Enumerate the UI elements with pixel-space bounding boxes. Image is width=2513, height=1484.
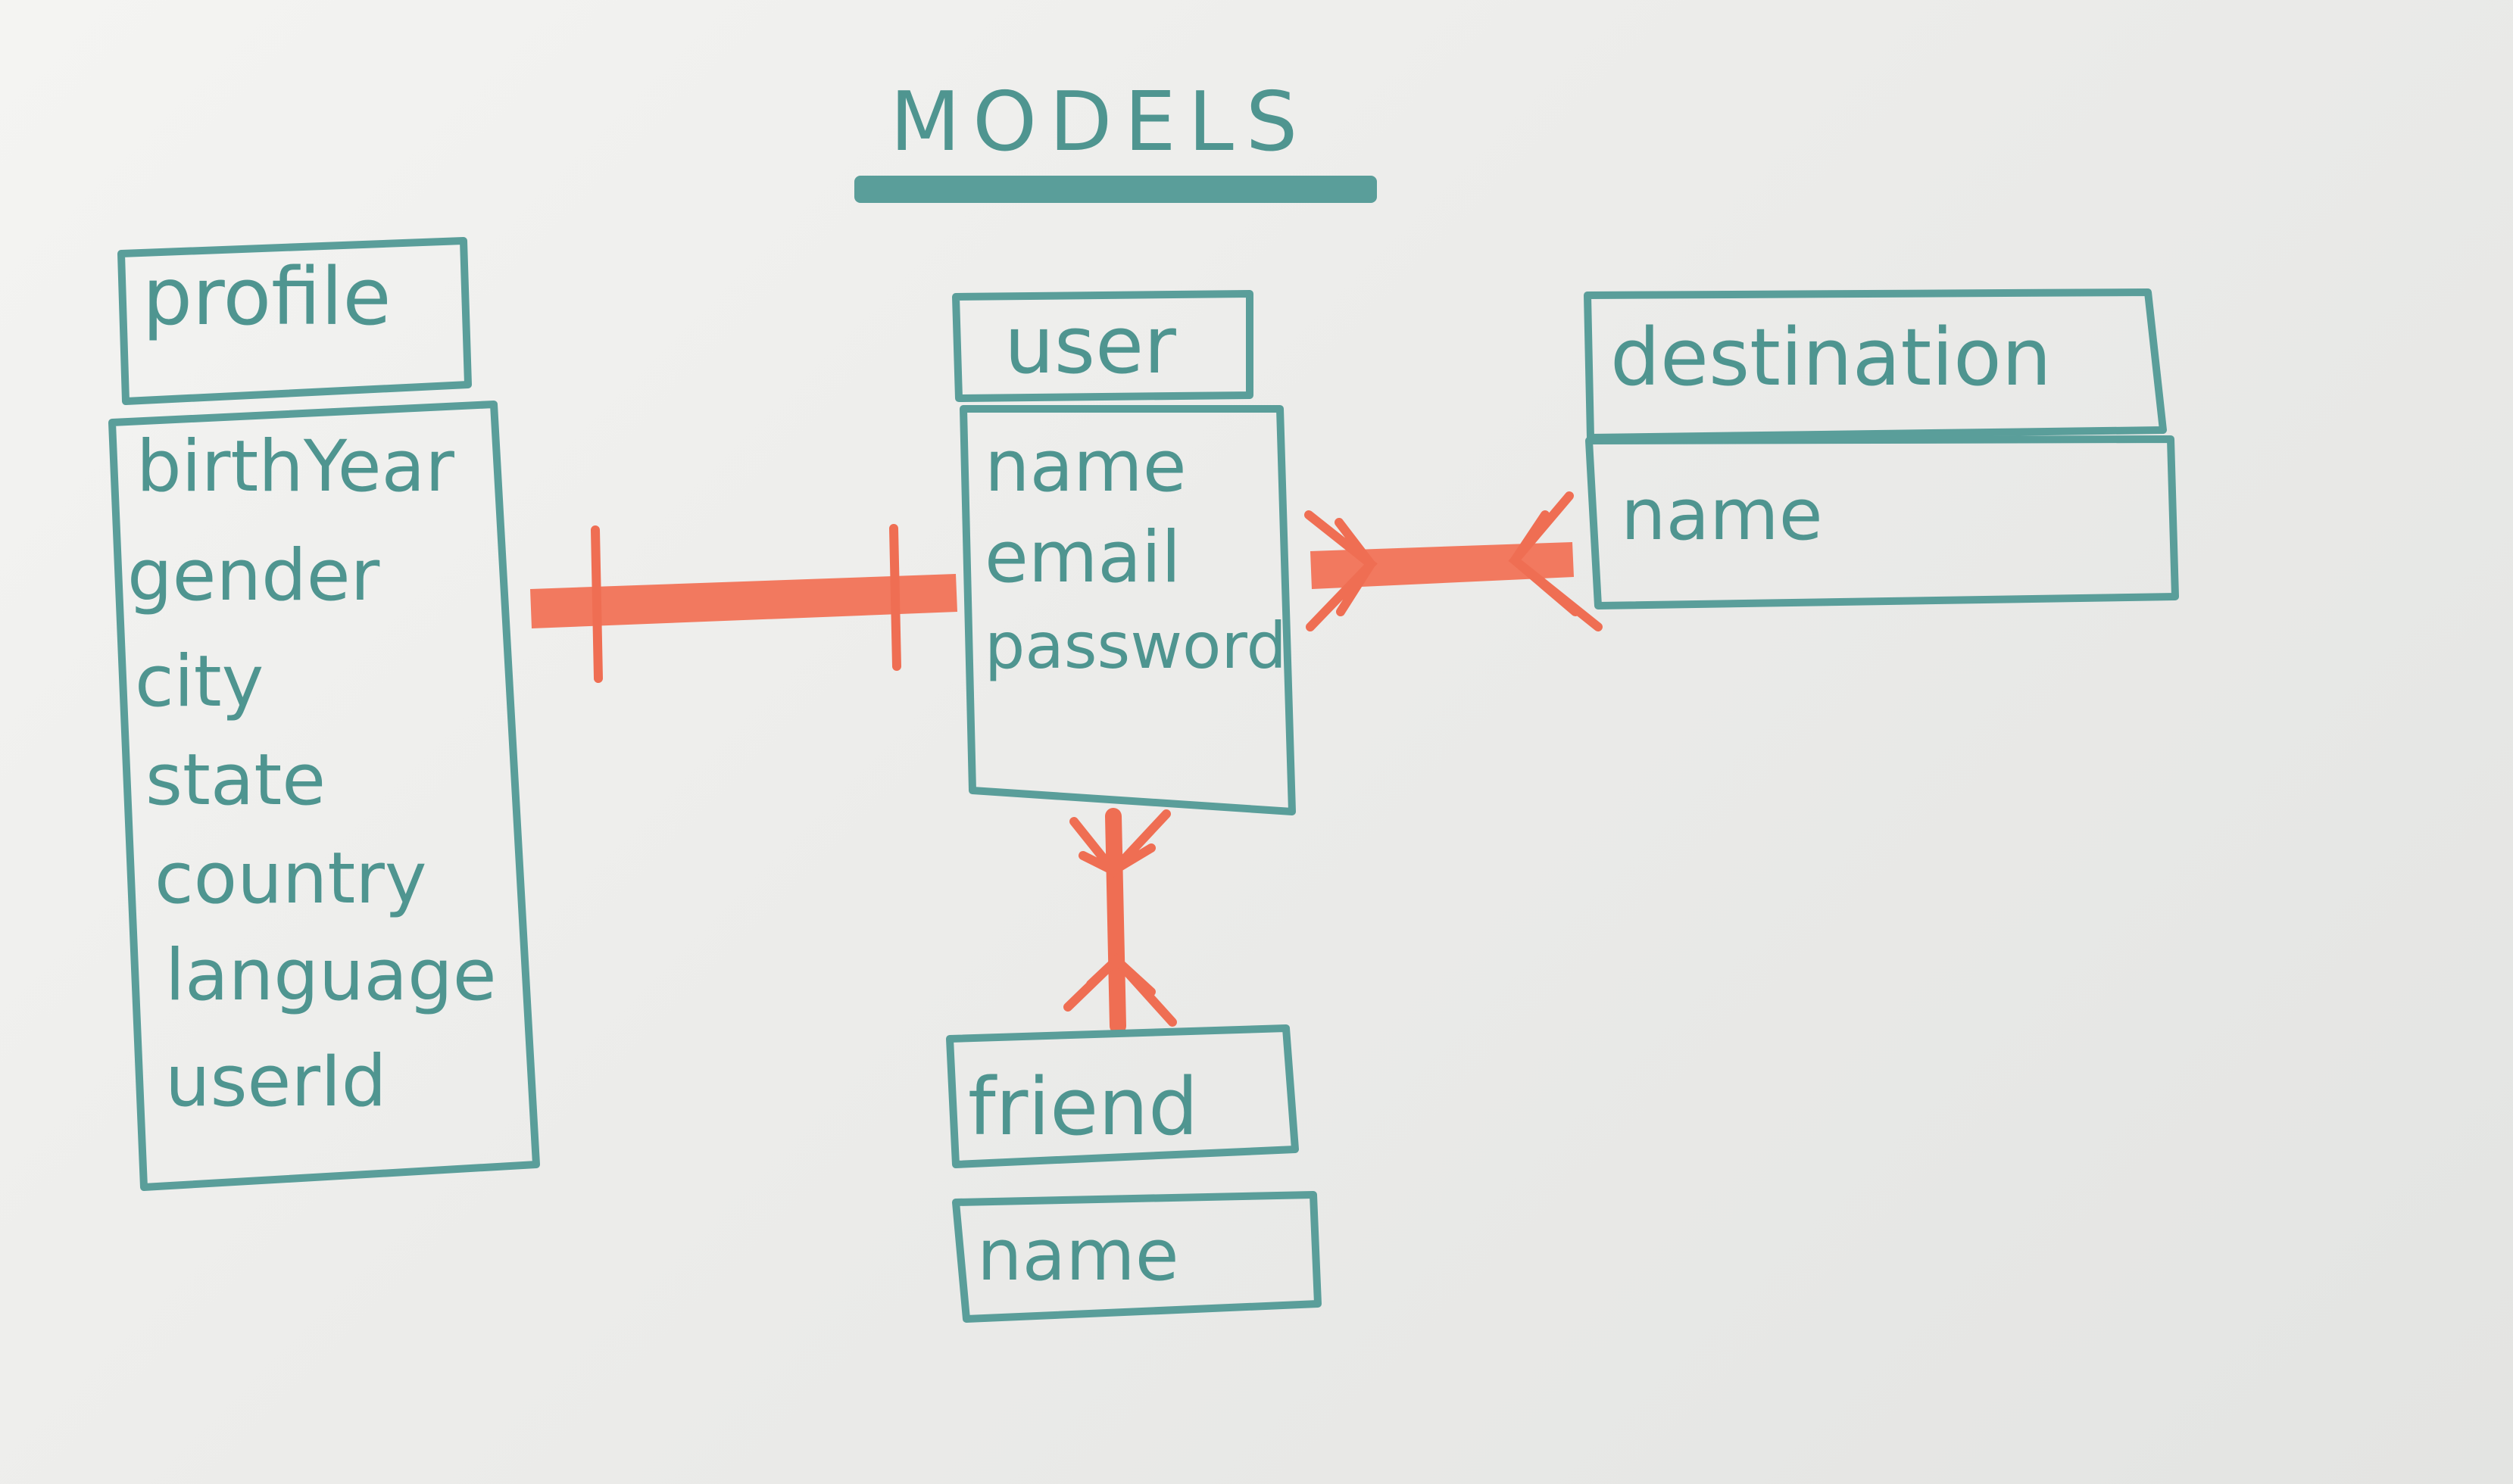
entity-header-box [946,1024,1299,1168]
entity-header-box [1584,288,2167,441]
field-name: name [977,1214,1179,1297]
title-text: MODELS [890,75,1310,170]
title-underline [854,176,1377,203]
entity-fields-box [960,405,1296,815]
relationship-bar [1310,542,1574,589]
entity-name: destination [1610,311,2052,404]
relationship-user-friend [1063,808,1177,1034]
field-email: email [985,516,1181,599]
entity-fields-box [108,401,540,1191]
field-userid: userId [165,1040,386,1123]
crowsfoot-friend-side [1063,953,1177,1027]
entity-fields-box [952,1191,1322,1323]
entity-profile[interactable]: profile birthYear gender city state coun… [108,237,540,1191]
entity-fields-box [1585,435,2179,610]
relationship-user-destination [1304,491,1603,631]
field-city: city [135,641,264,723]
entity-header-box [952,290,1253,402]
field-name: name [985,426,1187,508]
field-state: state [145,739,326,822]
entity-name: profile [142,251,392,343]
entity-destination[interactable]: destination name [1584,288,2179,610]
relationship-line [1105,808,1126,1034]
entity-friend[interactable]: friend name [946,1024,1322,1323]
field-gender: gender [127,535,380,617]
entity-name: friend [968,1061,1198,1153]
field-password: password [985,609,1287,683]
field-country: country [155,837,426,920]
entity-name: user [1004,299,1176,391]
diagram-title: MODELS [854,75,1377,203]
one-marker-user-side [889,524,901,671]
crowsfoot-user-side [1304,510,1378,631]
field-name: name [1621,474,1823,556]
crowsfoot-destination-side [1508,491,1603,631]
relationship-bar [530,574,957,628]
crowsfoot-user-side [1069,809,1171,878]
entity-user[interactable]: user name email password [952,290,1296,815]
relationship-profile-user [530,524,957,683]
one-marker-profile-side [591,525,603,683]
field-birthyear: birthYear [136,426,454,508]
entity-header-box [117,237,472,405]
field-language: language [165,934,497,1017]
